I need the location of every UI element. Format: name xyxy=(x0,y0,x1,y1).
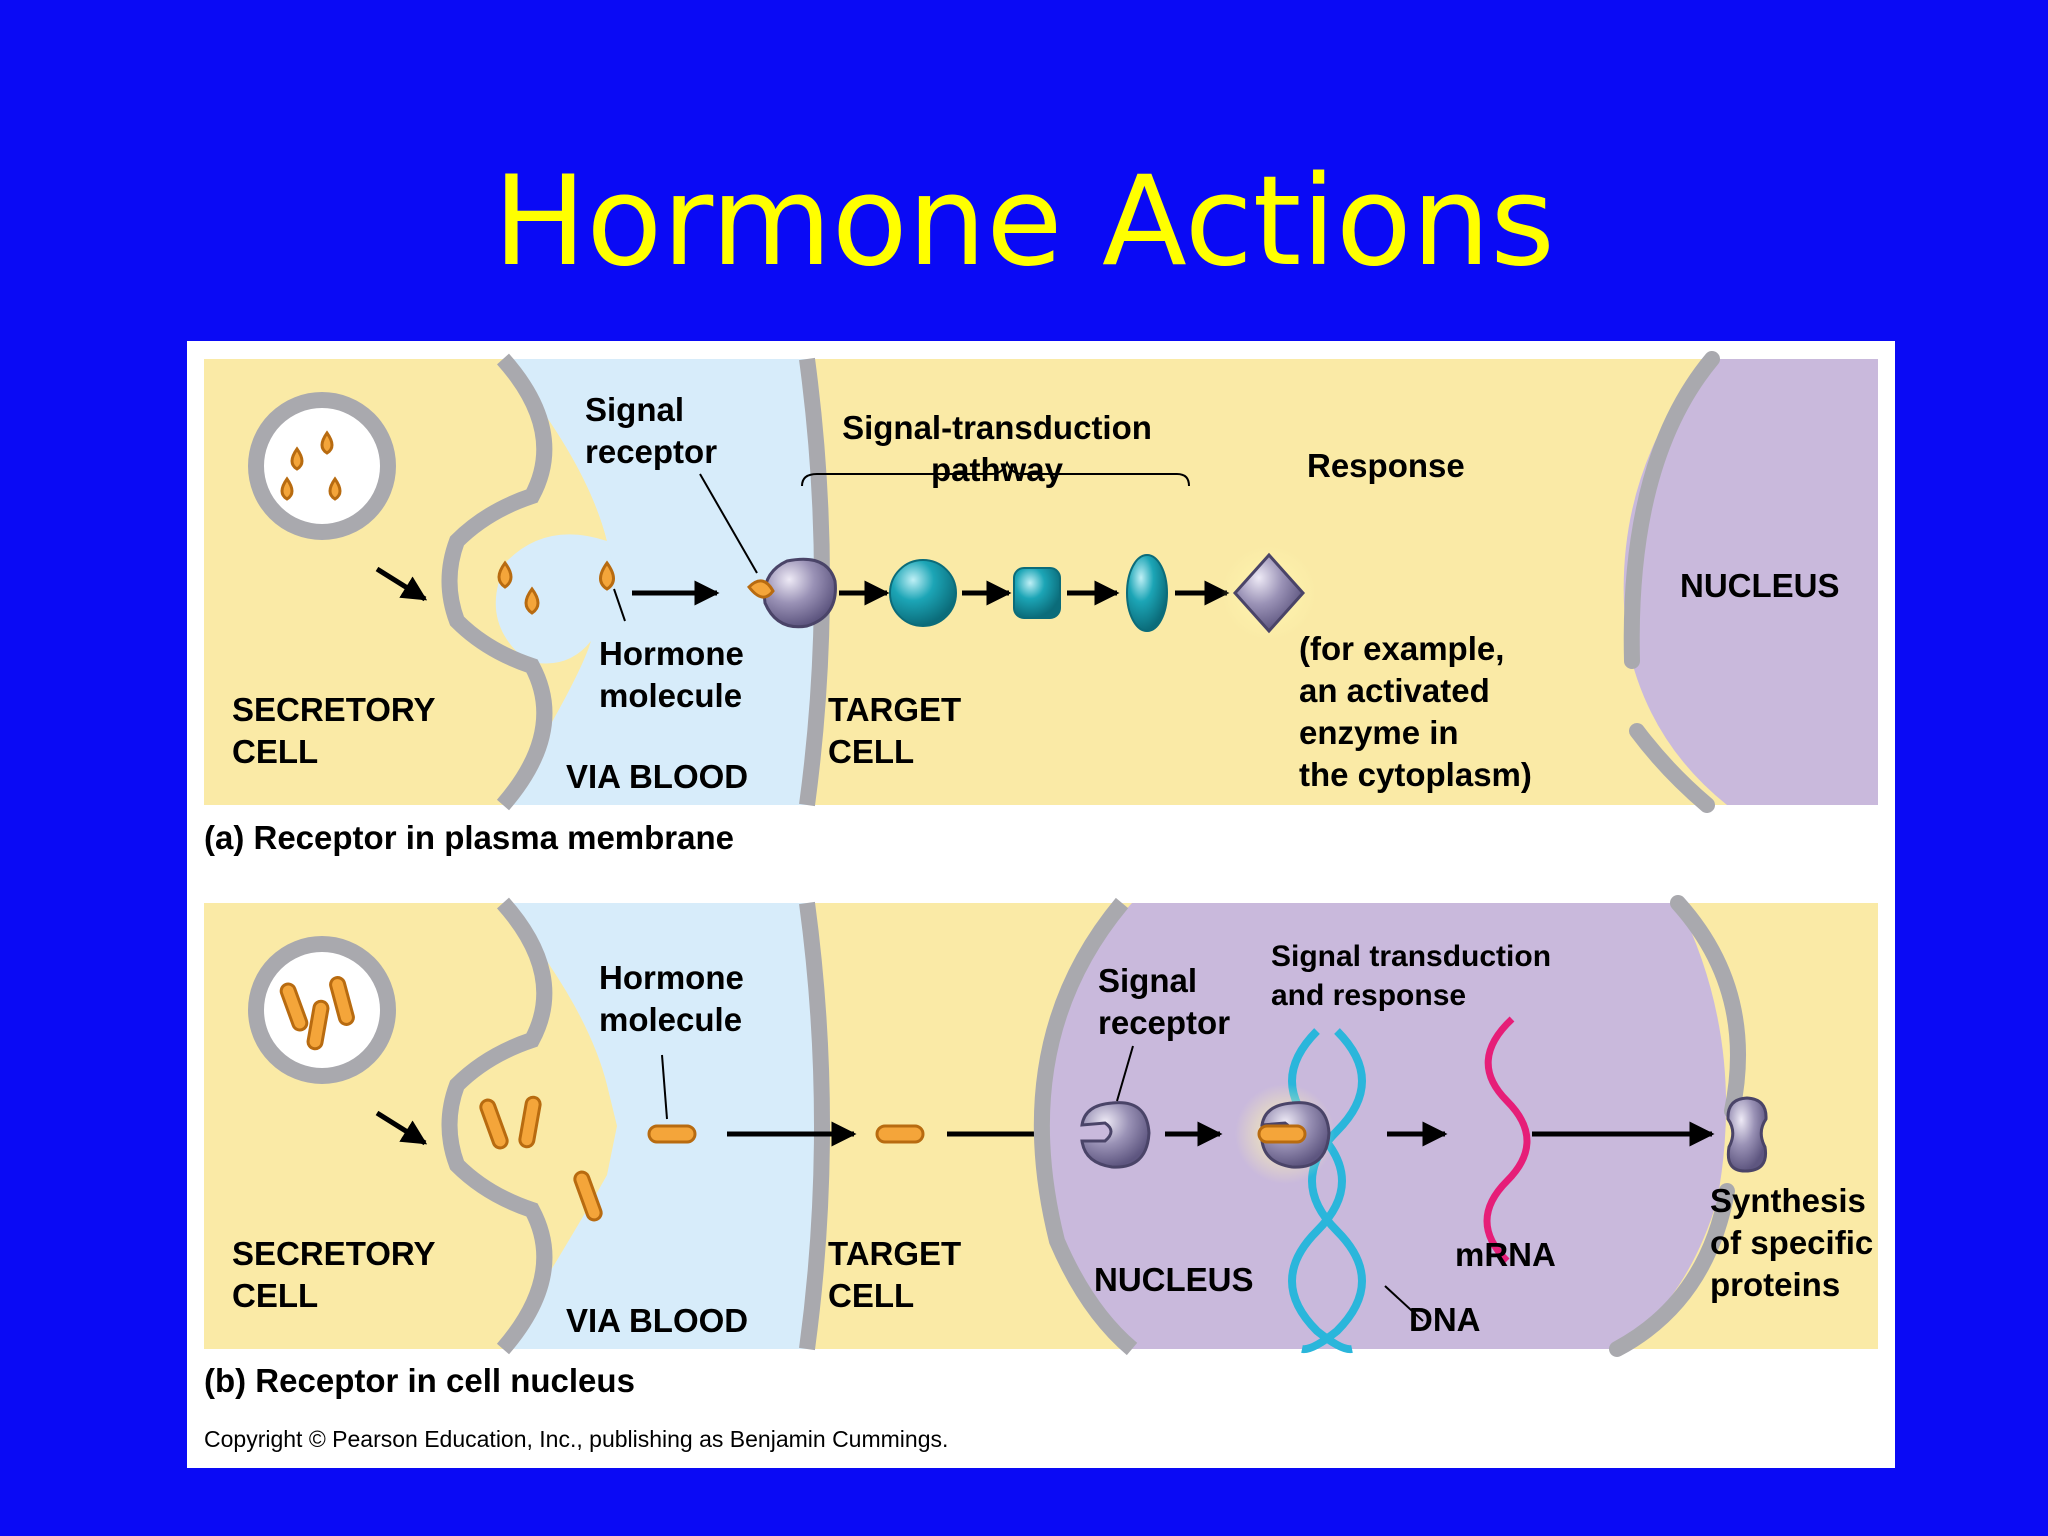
relay-protein-2-a xyxy=(1013,567,1061,619)
label-response-a: Response xyxy=(1307,447,1465,484)
label-target-b-2: CELL xyxy=(828,1277,914,1314)
copyright-notice: Copyright © Pearson Education, Inc., pub… xyxy=(204,1426,948,1452)
caption-a: (a) Receptor in plasma membrane xyxy=(204,819,734,856)
label-dna: DNA xyxy=(1409,1301,1481,1338)
label-example-a-2: an activated xyxy=(1299,672,1490,709)
label-secretory-b-2: CELL xyxy=(232,1277,318,1314)
label-signal-receptor-a-1: Signal xyxy=(585,391,684,428)
label-via-blood-a: VIA BLOOD xyxy=(566,758,748,795)
relay-protein-1-a xyxy=(889,559,957,627)
hormone-molecule-b xyxy=(647,1124,697,1144)
label-signal-receptor-b-1: Signal xyxy=(1098,962,1197,999)
slide-title: Hormone Actions xyxy=(493,150,1555,294)
label-signal-receptor-a-2: receptor xyxy=(585,433,717,470)
label-example-a-4: the cytoplasm) xyxy=(1299,756,1532,793)
label-synthesis-b-2: of specific xyxy=(1710,1224,1873,1261)
hormone-rods-exocytosis-b xyxy=(479,1095,603,1222)
label-synthesis-b-3: proteins xyxy=(1710,1266,1840,1303)
signal-receptor-b xyxy=(1080,1101,1151,1169)
label-synthesis-b-1: Synthesis xyxy=(1710,1182,1866,1219)
label-hormone-a-2: molecule xyxy=(599,677,742,714)
activated-enzyme-a xyxy=(1232,552,1306,634)
signal-receptor-a xyxy=(762,557,837,629)
hormone-drops-exocytosis-a xyxy=(497,560,540,615)
label-target-b-1: TARGET xyxy=(828,1235,961,1272)
label-target-a-2: CELL xyxy=(828,733,914,770)
pathway-brace-a xyxy=(801,460,1190,487)
label-via-blood-b: VIA BLOOD xyxy=(566,1302,748,1339)
nucleus-a xyxy=(1623,359,1878,805)
hormone-molecule-a xyxy=(599,560,615,591)
label-signal-receptor-b-2: receptor xyxy=(1098,1004,1230,1041)
hormone-diagram: Signal receptor Signal-transduction path… xyxy=(204,351,1878,1452)
arrow-secretion-b xyxy=(375,1110,428,1146)
caption-b: (b) Receptor in cell nucleus xyxy=(204,1362,635,1399)
hormone-rods-vesicle-b xyxy=(279,976,355,1051)
bound-hormone-b xyxy=(1257,1124,1307,1144)
synthesized-protein-b xyxy=(1726,1096,1768,1173)
label-secretory-b-1: SECRETORY xyxy=(232,1235,436,1272)
label-target-a-1: TARGET xyxy=(828,691,961,728)
label-nucleus-b: NUCLEUS xyxy=(1094,1261,1254,1298)
mrna-strand xyxy=(1483,1016,1531,1264)
label-transduction-b-2: and response xyxy=(1271,979,1466,1012)
secretory-membrane-b xyxy=(441,897,553,1355)
label-example-a-3: enzyme in xyxy=(1299,714,1459,751)
label-hormone-a-1: Hormone xyxy=(599,635,744,672)
label-secretory-a-1: SECRETORY xyxy=(232,691,436,728)
secretory-vesicle-a xyxy=(248,392,396,540)
hormone-figure: Signal receptor Signal-transduction path… xyxy=(187,341,1895,1468)
secretory-membrane-a xyxy=(441,353,553,811)
label-hormone-b-2: molecule xyxy=(599,1001,742,1038)
label-pathway-a-2: pathway xyxy=(931,451,1064,488)
label-mrna: mRNA xyxy=(1455,1236,1556,1273)
panel-b: Hormone molecule Signal receptor Signal … xyxy=(204,895,1878,1399)
label-secretory-a-2: CELL xyxy=(232,733,318,770)
label-transduction-b-1: Signal transduction xyxy=(1271,940,1551,973)
label-example-a-1: (for example, xyxy=(1299,630,1504,667)
hormone-drops-vesicle-a xyxy=(290,430,342,501)
hormone-in-cytoplasm-b xyxy=(875,1124,925,1144)
label-pathway-a-1: Signal-transduction xyxy=(842,409,1152,446)
target-membrane-b xyxy=(799,901,830,1351)
label-hormone-b-1: Hormone xyxy=(599,959,744,996)
relay-protein-3-a xyxy=(1126,554,1168,632)
leader-hormone-a xyxy=(613,588,626,622)
label-nucleus-a: NUCLEUS xyxy=(1680,567,1840,604)
nucleus-b xyxy=(1037,903,1727,1349)
leader-receptor-a xyxy=(699,473,758,574)
arrow-secretion-a xyxy=(375,566,428,602)
panel-a: Signal receptor Signal-transduction path… xyxy=(204,351,1878,856)
